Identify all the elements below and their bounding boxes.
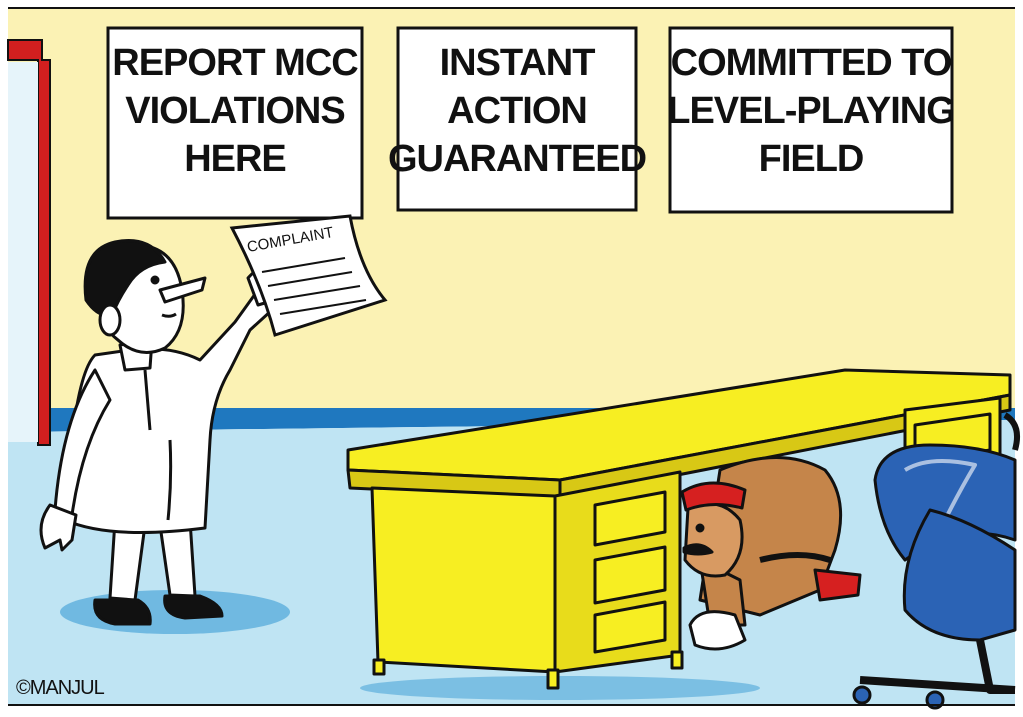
sign-line: INSTANT bbox=[440, 42, 596, 84]
door-frame bbox=[7, 39, 51, 446]
sign-line: VIOLATIONS bbox=[125, 90, 344, 132]
sign-report-mcc: REPORT MCC VIOLATIONS HERE bbox=[106, 26, 364, 220]
sign-line: GUARANTEED bbox=[388, 138, 646, 180]
puddle-desk bbox=[360, 676, 760, 700]
policeman-under-desk bbox=[680, 456, 862, 651]
door-opening bbox=[8, 62, 38, 442]
artist-signature: ©MANJUL bbox=[16, 677, 105, 699]
sign-line: ACTION bbox=[447, 90, 587, 132]
sign-line: LEVEL-PLAYING bbox=[667, 90, 955, 132]
sign-line: HERE bbox=[184, 138, 286, 180]
sign-instant-action: INSTANT ACTION GUARANTEED bbox=[388, 26, 647, 212]
man-in-kurta bbox=[39, 239, 280, 626]
sign-line: COMMITTED TO bbox=[671, 42, 952, 84]
office-chair bbox=[852, 412, 1020, 710]
sign-line: REPORT MCC bbox=[112, 42, 358, 84]
sign-level-playing-field: COMMITTED TO LEVEL-PLAYING FIELD bbox=[667, 26, 956, 214]
complaint-paper: COMPLAINT bbox=[229, 214, 388, 337]
sign-line: FIELD bbox=[759, 138, 864, 180]
